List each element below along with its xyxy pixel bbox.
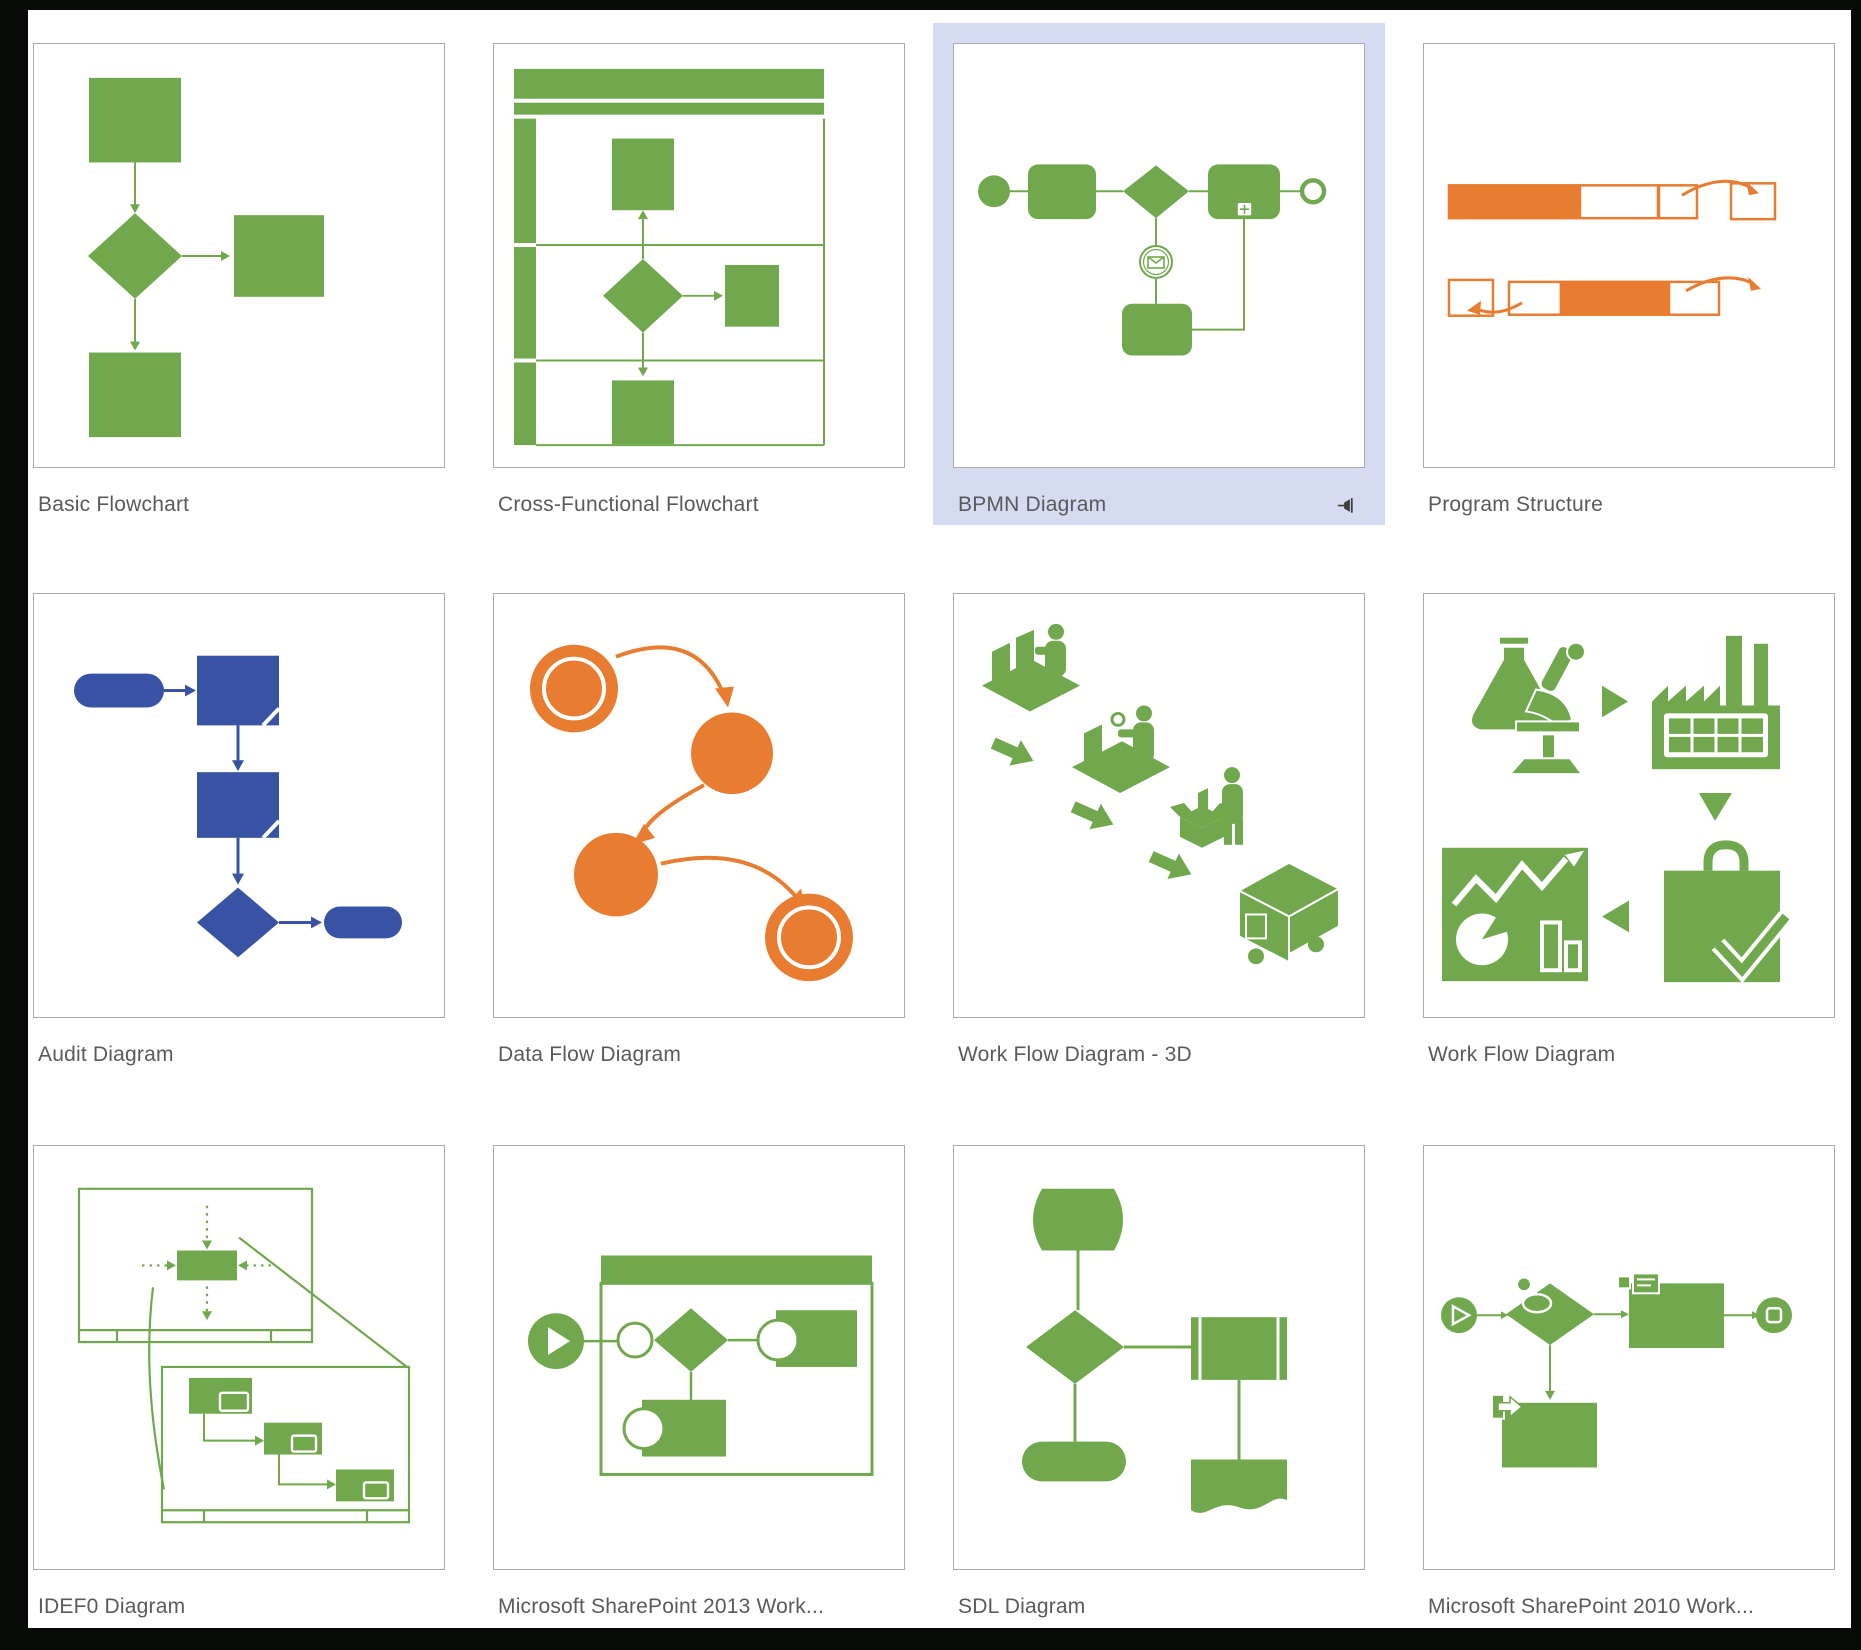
tile-label: Microsoft SharePoint 2010 Work... xyxy=(1428,1595,1755,1618)
tile-label: Audit Diagram xyxy=(38,1043,174,1066)
work-flow-diagram-thumbnail[interactable] xyxy=(1423,593,1835,1018)
template-tile-idef0-diagram[interactable]: IDEF0 Diagram xyxy=(28,1125,465,1628)
template-tile-sharepoint-2013-workflow[interactable]: Microsoft SharePoint 2013 Work... xyxy=(473,1125,925,1628)
program-structure-art xyxy=(1447,179,1777,317)
sharepoint-2010-workflow-thumbnail[interactable] xyxy=(1423,1145,1835,1570)
sharepoint-2013-workflow-art xyxy=(528,1255,874,1476)
bpmn-diagram-thumbnail[interactable] xyxy=(953,43,1365,468)
tile-label: Work Flow Diagram xyxy=(1428,1043,1616,1066)
idef0-diagram-thumbnail[interactable] xyxy=(33,1145,445,1570)
cross-functional-flowchart-art xyxy=(514,68,825,447)
pin-icon[interactable] xyxy=(1336,495,1357,516)
sharepoint-2013-workflow-thumbnail[interactable] xyxy=(493,1145,905,1570)
basic-flowchart-thumbnail[interactable] xyxy=(33,43,445,468)
template-tile-basic-flowchart[interactable]: Basic Flowchart xyxy=(28,23,465,545)
program-structure-thumbnail[interactable] xyxy=(1423,43,1835,468)
sharepoint-2010-workflow-art xyxy=(1441,1270,1792,1468)
tile-label: BPMN Diagram xyxy=(958,493,1107,516)
cross-functional-flowchart-thumbnail[interactable] xyxy=(493,43,905,468)
template-tile-work-flow-diagram[interactable]: Work Flow Diagram xyxy=(1403,573,1851,1095)
tile-label: Cross-Functional Flowchart xyxy=(498,493,759,516)
audit-diagram-thumbnail[interactable] xyxy=(33,593,445,1018)
tile-label: SDL Diagram xyxy=(958,1595,1086,1618)
template-tile-sharepoint-2010-workflow[interactable]: Microsoft SharePoint 2010 Work... xyxy=(1403,1125,1851,1628)
data-flow-diagram-art xyxy=(530,644,853,982)
template-tile-work-flow-diagram-3d[interactable]: Work Flow Diagram - 3D xyxy=(933,573,1385,1095)
tile-label: Basic Flowchart xyxy=(38,493,190,516)
template-tile-bpmn-diagram[interactable]: BPMN Diagram xyxy=(933,23,1385,545)
work-flow-diagram-art xyxy=(1442,635,1793,984)
template-tile-audit-diagram[interactable]: Audit Diagram xyxy=(28,573,465,1095)
tile-label: IDEF0 Diagram xyxy=(38,1595,186,1618)
template-tile-sdl-diagram[interactable]: SDL Diagram xyxy=(933,1125,1385,1628)
tile-label: Data Flow Diagram xyxy=(498,1043,682,1066)
bpmn-diagram-art xyxy=(978,164,1327,356)
tile-label: Microsoft SharePoint 2013 Work... xyxy=(498,1595,825,1618)
idef0-diagram-art xyxy=(77,1187,411,1524)
audit-diagram-art xyxy=(74,655,402,958)
template-gallery: Basic Flowchart xyxy=(28,10,1851,1628)
basic-flowchart-art xyxy=(88,77,324,438)
tile-label: Work Flow Diagram - 3D xyxy=(958,1043,1192,1066)
tile-label: Program Structure xyxy=(1428,493,1603,516)
template-tile-cross-functional-flowchart[interactable]: Cross-Functional Flowchart xyxy=(473,23,925,545)
work-flow-diagram-3d-thumbnail[interactable] xyxy=(953,593,1365,1018)
sdl-diagram-art xyxy=(1022,1188,1287,1513)
work-flow-diagram-3d-art xyxy=(982,623,1342,965)
sdl-diagram-thumbnail[interactable] xyxy=(953,1145,1365,1570)
template-tile-program-structure[interactable]: Program Structure xyxy=(1403,23,1851,545)
data-flow-diagram-thumbnail[interactable] xyxy=(493,593,905,1018)
template-tile-data-flow-diagram[interactable]: Data Flow Diagram xyxy=(473,573,925,1095)
